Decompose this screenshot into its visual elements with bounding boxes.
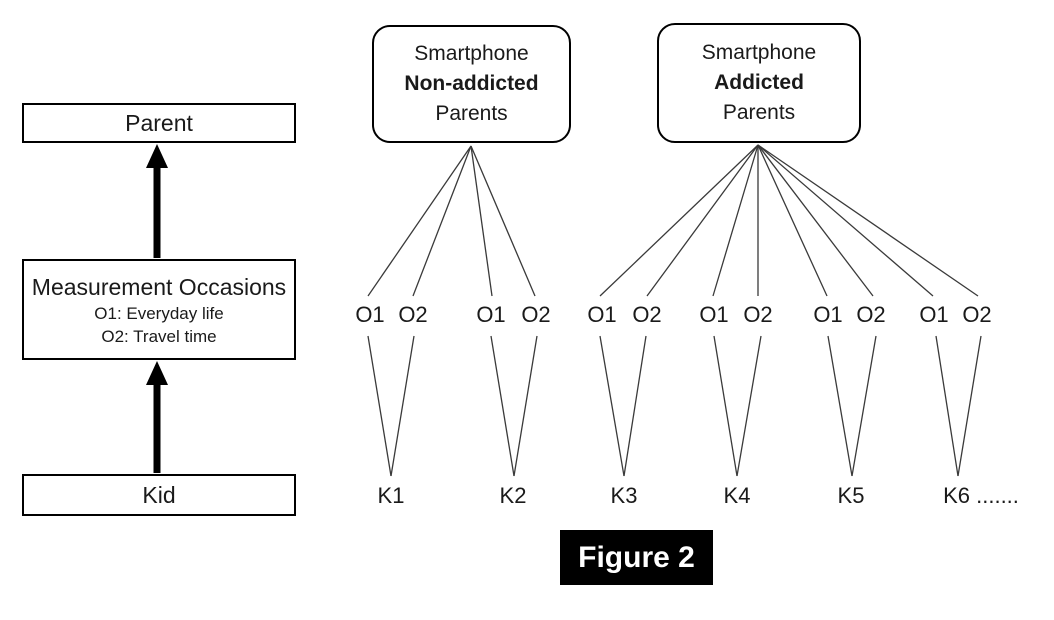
- parent-box: Parent: [22, 103, 296, 143]
- flow-arrow-kid-to-measurement: [146, 361, 168, 473]
- group-line-non-addicted: Non-addicted: [404, 72, 539, 95]
- kid-label-k3: K3: [610, 483, 638, 508]
- occasion-label-o2: O2: [398, 302, 428, 327]
- group-line-addicted: Addicted: [714, 71, 804, 94]
- parent-box-label: Parent: [125, 109, 193, 136]
- figure-caption: Figure 2: [560, 530, 713, 585]
- flow-arrow-measurement-to-parent: [146, 144, 168, 258]
- kid-label-k4: K4: [723, 483, 751, 508]
- kid-label-k5: K5: [837, 483, 865, 508]
- occasion-label-o2: O2: [743, 302, 773, 327]
- kid-box: Kid: [22, 474, 296, 516]
- occasion-label-o2: O2: [856, 302, 886, 327]
- occasion-label-o1: O1: [919, 302, 949, 327]
- occasion-label-o1: O1: [699, 302, 729, 327]
- occasion-label-o1: O1: [355, 302, 385, 327]
- occasion-1-description: O1: Everyday life: [94, 303, 224, 323]
- smartphone-non-addicted-parents-box: Smartphone Non-addicted Parents: [372, 25, 571, 143]
- kid-label-k1: K1: [377, 483, 405, 508]
- measurement-occasions-title: Measurement Occasions: [31, 273, 287, 300]
- occasion-label-o1: O1: [587, 302, 617, 327]
- kid-label-k6: K6 .......: [943, 483, 1019, 508]
- occasion-to-kid-lines: [367, 335, 982, 477]
- group-line-smartphone: Smartphone: [701, 41, 817, 64]
- group-line-parents: Parents: [435, 102, 508, 125]
- group-line-parents: Parents: [722, 101, 796, 124]
- measurement-occasions-box: Measurement Occasions O1: Everyday life …: [22, 259, 296, 360]
- kid-label-k2: K2: [499, 483, 527, 508]
- occasion-2-description: O2: Travel time: [101, 326, 217, 346]
- occasion-label-o2: O2: [521, 302, 551, 327]
- occasion-label-o2: O2: [962, 302, 992, 327]
- figure-caption-text: Figure 2: [578, 540, 695, 574]
- fan-lines-non-addicted: [367, 145, 536, 297]
- occasion-label-o1: O1: [476, 302, 506, 327]
- occasion-label-o1: O1: [813, 302, 843, 327]
- fan-lines-addicted: [599, 144, 979, 297]
- occasion-label-o2: O2: [632, 302, 662, 327]
- kid-box-label: Kid: [142, 481, 176, 508]
- group-line-smartphone: Smartphone: [414, 42, 529, 65]
- smartphone-addicted-parents-box: Smartphone Addicted Parents: [657, 23, 861, 143]
